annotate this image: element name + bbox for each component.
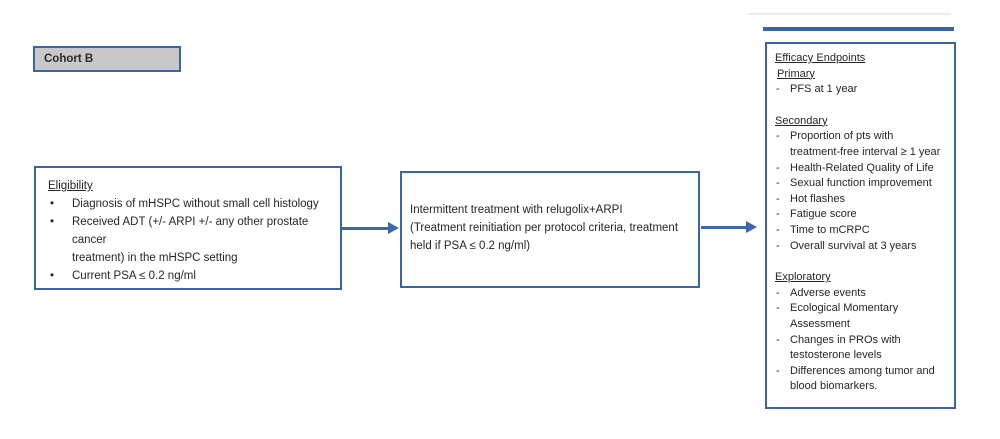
dash-icon: - [776,83,780,96]
list-item-line: treatment) in the mHSPC setting [72,252,238,264]
dash-icon: - [776,364,780,377]
list-item-line: Proportion of pts with [790,130,894,143]
bullet-icon: • [50,216,55,228]
eligibility-item: • Diagnosis of mHSPC without small cell h… [48,195,328,213]
list-item-line: Adverse events [790,286,866,299]
list-item-line: Diagnosis of mHSPC without small cell hi… [72,198,319,210]
list-item-line: Health-Related Quality of Life [790,161,934,174]
endpoint-item: -Changes in PROs with testosterone levels [775,333,948,364]
arrowhead-right-icon [746,221,757,233]
endpoint-item: -Fatigue score [775,207,948,223]
list-item-text: Current PSA ≤ 0.2 ng/ml [72,267,328,285]
dash-icon: - [776,177,780,190]
cohort-b-label: Cohort B [33,46,181,72]
process-text: Intermittent treatment with relugolix+AR… [410,201,688,255]
bullet-icon: • [50,198,55,210]
dash-icon: - [776,333,780,346]
list-item-text: PFS at 1 year [790,82,948,98]
dash-icon: - [776,239,780,252]
efficacy-endpoints-box: Efficacy Endpoints Primary-PFS at 1 year… [765,42,956,409]
dash-icon: - [776,161,780,174]
list-item-line: Ecological Momentary [790,302,899,315]
list-item-line: Differences among tumor and [790,364,935,377]
endpoints-section-exploratory: Exploratory-Adverse events-Ecological Mo… [775,270,948,395]
list-item-line: Sexual function improvement [790,177,932,190]
list-item-line: Received ADT (+/- ARPI +/- any other pro… [72,216,309,246]
list-item-text: Overall survival at 3 years [790,239,948,255]
list-item-text: Differences among tumor and blood biomark… [790,364,948,395]
list-item-line: blood biomarkers. [790,380,878,393]
endpoint-item: -Time to mCRPC [775,223,948,239]
list-item-line: Fatigue score [790,208,857,221]
dash-icon: - [776,208,780,221]
list-item-line: Changes in PROs with [790,333,901,346]
endpoint-item: -Sexual function improvement [775,176,948,192]
endpoint-item: -Hot flashes [775,192,948,208]
arrow-eligibility-to-treatment [342,227,389,230]
list-item-line: Assessment [790,317,850,330]
endpoint-item: -Differences among tumor and blood biomar… [775,364,948,395]
list-item-text: Adverse events [790,286,948,302]
endpoints-title: Efficacy Endpoints [775,52,866,64]
list-item-line: treatment-free interval ≥ 1 year [790,145,941,158]
list-item-text: Fatigue score [790,207,948,223]
list-item-line: Current PSA ≤ 0.2 ng/ml [72,270,196,282]
treatment-box: Intermittent treatment with relugolix+AR… [400,171,700,288]
list-item-line: testosterone levels [790,349,882,362]
faint-divider-line [748,13,951,15]
endpoints-section-primary: Primary -PFS at 1 year [775,67,948,98]
eligibility-heading: Eligibility [48,180,93,192]
process-line: (Treatment reinitiation per protocol cri… [410,222,679,234]
eligibility-item: • Received ADT (+/- ARPI +/- any other pr… [48,213,328,267]
list-item-line: Time to mCRPC [790,223,870,236]
list-item-text: Diagnosis of mHSPC without small cell hi… [72,195,328,213]
arrow-treatment-to-endpoints [701,226,747,229]
list-item-text: Proportion of pts with treatment-free int… [790,129,948,160]
list-item-text: Sexual function improvement [790,176,948,192]
dash-icon: - [776,223,780,236]
dash-icon: - [776,130,780,143]
dash-icon: - [776,302,780,315]
top-accent-bar [763,27,954,31]
list-item-text: Hot flashes [790,192,948,208]
endpoint-item: -Proportion of pts with treatment-free in… [775,129,948,160]
eligibility-item: • Current PSA ≤ 0.2 ng/ml [48,267,328,285]
cohort-b-text: Cohort B [44,53,94,65]
process-line: Intermittent treatment with relugolix+AR… [410,204,623,216]
list-item-line: PFS at 1 year [790,83,858,96]
list-item-text: Time to mCRPC [790,223,948,239]
dash-icon: - [776,192,780,205]
arrowhead-right-icon [388,222,399,234]
eligibility-list: • Diagnosis of mHSPC without small cell h… [48,195,328,285]
endpoints-section-heading: Primary [777,67,815,80]
list-item-text: Received ADT (+/- ARPI +/- any other pro… [72,213,328,267]
eligibility-box: Eligibility • Diagnosis of mHSPC without … [34,166,342,290]
endpoint-item: -PFS at 1 year [775,82,948,98]
process-line: held if PSA ≤ 0.2 ng/ml) [410,240,531,252]
endpoint-item: -Health-Related Quality of Life [775,161,948,177]
list-item-line: Hot flashes [790,192,846,205]
bullet-icon: • [50,270,55,282]
list-item-text: Health-Related Quality of Life [790,161,948,177]
list-item-text: Changes in PROs with testosterone levels [790,333,948,364]
endpoints-section-heading: Exploratory [775,271,831,284]
endpoints-section-heading: Secondary [775,114,828,127]
dash-icon: - [776,286,780,299]
list-item-line: Overall survival at 3 years [790,239,917,252]
endpoint-item: -Overall survival at 3 years [775,239,948,255]
endpoint-item: -Adverse events [775,286,948,302]
